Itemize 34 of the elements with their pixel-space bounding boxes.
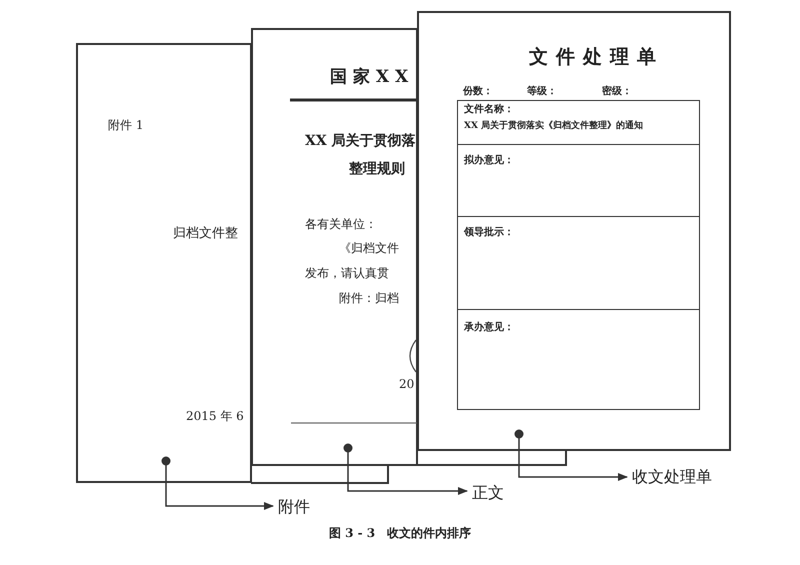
form-title: 文件处理单 (529, 47, 664, 68)
field-label: 密级： (602, 86, 632, 97)
body-text: 附件：归档 (339, 292, 399, 306)
field-label: 领导批示： (464, 227, 514, 238)
field-label: 等级： (527, 86, 557, 97)
page-sheet (251, 28, 418, 466)
body-text: 各有关单位： (305, 218, 377, 232)
table-cell (457, 309, 700, 410)
callout-label: 正文 (472, 484, 504, 502)
body-text: XX 局关于贯彻落实《归档文件整理》的通知 (464, 122, 644, 132)
callout-label: 附件 (278, 498, 310, 516)
date-text: 2015 年 6 (186, 410, 244, 424)
arrow (162, 456, 274, 510)
arrow (344, 444, 468, 495)
table-cell (457, 144, 700, 218)
field-label: 拟办意见： (464, 155, 514, 166)
table-cell (457, 100, 700, 146)
field-label: 文件名称： (464, 104, 514, 115)
callout-label: 收文处理单 (632, 468, 712, 486)
field-label: 承办意见： (464, 322, 514, 333)
body-text: 发布，请认真贯 (305, 267, 389, 280)
field-label: 份数： (463, 86, 493, 97)
heading-text: 国 家 X X (330, 68, 408, 87)
body-text: 归档文件整 (173, 227, 238, 242)
date-text: 20 (399, 378, 414, 392)
title-text: 整理规则 (349, 162, 405, 178)
heading-text: 附件 1 (108, 119, 144, 132)
page-sheet (417, 11, 731, 451)
table-cell (457, 216, 700, 311)
figure-caption: 图 3 - 3 收文的件内排序 (328, 526, 472, 540)
page-sheet (76, 43, 252, 483)
body-text: 《归档文件 (339, 242, 399, 256)
title-text: XX 局关于贯彻落 (305, 134, 416, 150)
arrow (514, 430, 628, 481)
